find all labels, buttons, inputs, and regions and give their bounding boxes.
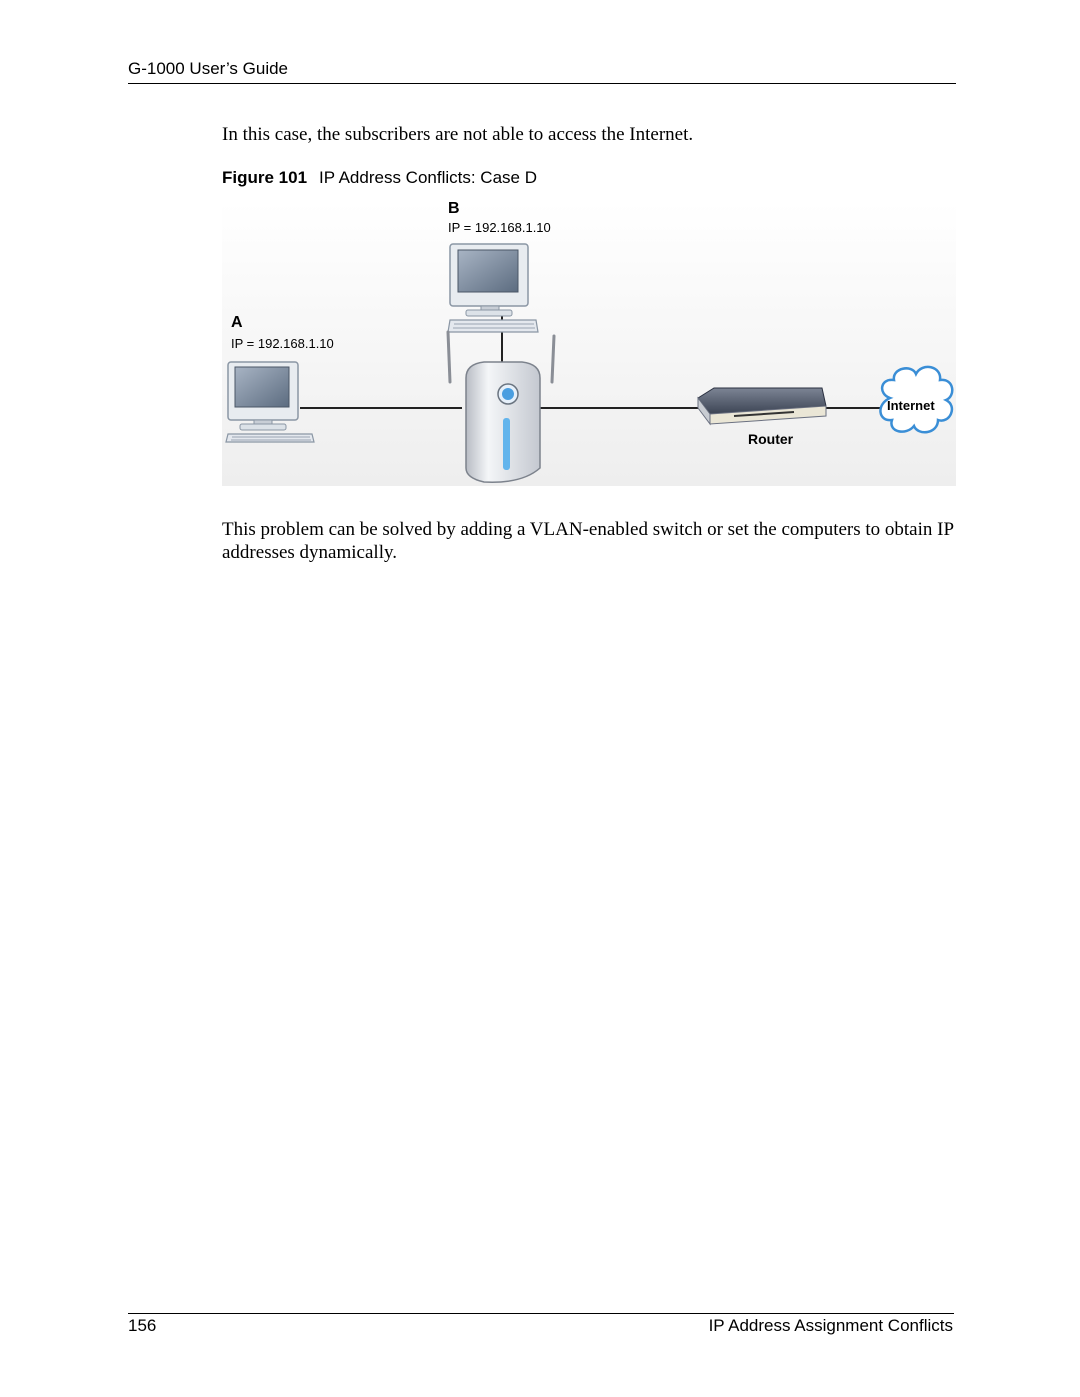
router-icon (697, 387, 827, 426)
body-paragraph-2: This problem can be solved by adding a V… (222, 519, 954, 563)
figure-title: IP Address Conflicts: Case D (319, 168, 537, 187)
diagram-background (222, 202, 956, 486)
running-header: G-1000 User’s Guide (128, 59, 289, 78)
body-paragraph-1: In this case, the subscribers are not ab… (222, 124, 694, 145)
access-point-icon (446, 330, 556, 483)
figure-number: Figure 101 (222, 168, 308, 187)
computer-a-label: A (231, 314, 243, 331)
computer-a-ip: IP = 192.168.1.10 (231, 336, 334, 351)
computer-a-icon (225, 361, 315, 443)
internet-cloud-icon (879, 365, 954, 434)
footer-section-title: IP Address Assignment Conflicts (708, 1316, 953, 1335)
computer-b-icon (447, 243, 539, 333)
internet-label: Internet (887, 398, 935, 413)
page-number: 156 (128, 1316, 157, 1335)
computer-b-label: B (448, 200, 460, 217)
router-label: Router (748, 431, 794, 447)
figure-caption: Figure 101 IP Address Conflicts: Case D (222, 168, 537, 188)
footer-divider (128, 1313, 954, 1314)
network-diagram: B IP = 192.168.1.10 A IP = 192.168.1.10 … (222, 200, 956, 486)
computer-b-ip: IP = 192.168.1.10 (448, 220, 551, 235)
header-divider (128, 83, 956, 84)
